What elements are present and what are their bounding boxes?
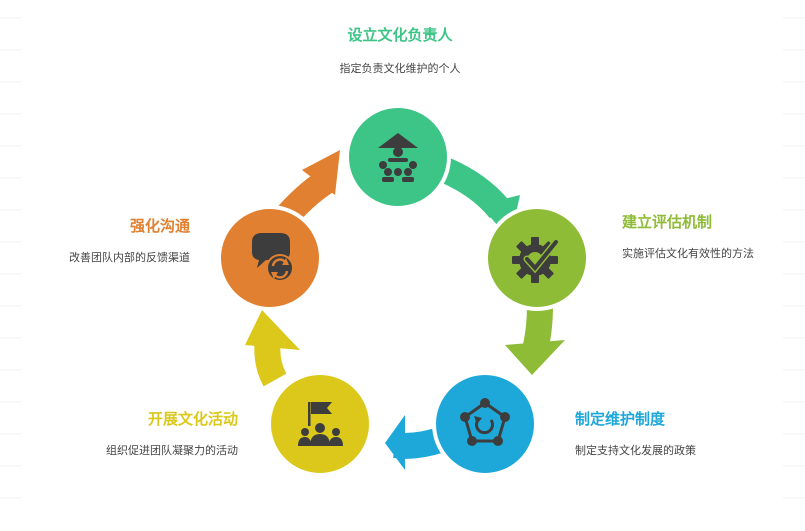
step-5-title: 强化沟通 [129, 217, 190, 235]
step-4-desc: 组织促进团队凝聚力的活动 [106, 444, 238, 457]
step-3-title: 制定维护制度 [575, 410, 666, 428]
people-pyramid-icon [378, 133, 418, 182]
arrow-4-to-5 [245, 310, 300, 387]
step-3-desc: 制定支持文化发展的政策 [575, 444, 696, 457]
arrow-5-to-1 [275, 150, 340, 227]
step-2-desc: 实施评估文化有效性的方法 [622, 247, 754, 260]
team-flag-icon [298, 402, 343, 446]
step-5-label: 强化沟通 改善团队内部的反馈渠道 [40, 216, 190, 265]
chat-refresh-icon [252, 233, 294, 282]
step-2-title: 建立评估机制 [622, 213, 713, 231]
step-5-desc: 改善团队内部的反馈渠道 [69, 251, 190, 264]
step-3-circle[interactable] [432, 371, 538, 477]
step-1-title: 设立文化负责人 [347, 26, 453, 44]
arrow-2-to-3 [505, 304, 565, 375]
step-4-title: 开展文化活动 [147, 410, 238, 428]
step-2-label: 建立评估机制 实施评估文化有效性的方法 [622, 212, 772, 261]
network-cycle-icon [460, 398, 510, 446]
gear-check-icon [512, 237, 560, 283]
step-4-label: 开展文化活动 组织促进团队凝聚力的活动 [60, 409, 238, 458]
step-1-desc: 指定负责文化维护的个人 [339, 62, 461, 75]
step-1-label: 设立文化负责人 指定负责文化维护的个人 [250, 25, 550, 76]
arrow-3-to-4 [385, 415, 444, 470]
step-3-label: 制定维护制度 制定支持文化发展的政策 [575, 409, 775, 458]
